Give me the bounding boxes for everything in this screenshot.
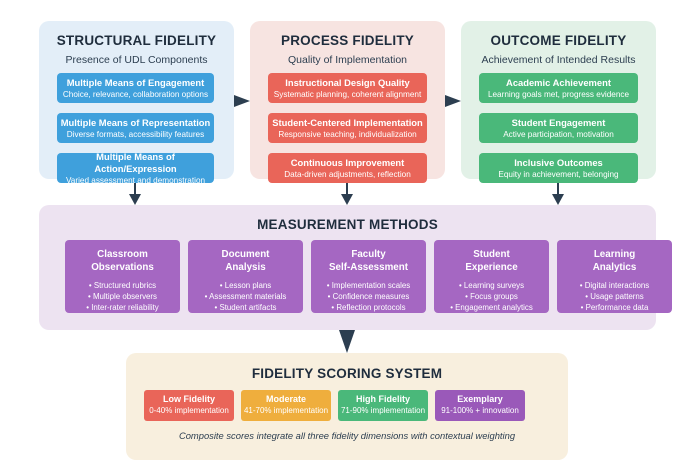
score-exemplary: Exemplary 91-100% + innovation xyxy=(435,390,525,421)
continuous-improvement-desc: Data-driven adjustments, reflection xyxy=(284,169,411,179)
method-title-line1: Classroom xyxy=(97,249,148,260)
method-bullet: • Assessment materials xyxy=(204,292,287,301)
method-bullet: • Student artifacts xyxy=(214,303,277,312)
student-engagement-desc: Active participation, motivation xyxy=(503,129,614,139)
method-bullet: • Inter-rater reliability xyxy=(86,303,159,312)
academic-achievement-box: Academic Achievement Learning goals met,… xyxy=(479,73,638,103)
score-title: Low Fidelity xyxy=(162,394,215,404)
arrow-outcome-down-head xyxy=(552,194,564,205)
instructional-design-desc: Systematic planning, coherent alignment xyxy=(273,89,422,99)
method-bullet: • Engagement analytics xyxy=(450,303,533,312)
method-bullets: • Digital interactions • Usage patterns … xyxy=(557,280,672,313)
score-title: Exemplary xyxy=(457,394,503,404)
structural-fidelity-subtitle: Presence of UDL Components xyxy=(65,54,208,66)
action-expression-title: Multiple Means of Action/Expression xyxy=(94,150,177,174)
academic-achievement-title: Academic Achievement xyxy=(506,76,611,88)
score-moderate: Moderate 41-70% implementation xyxy=(241,390,331,421)
method-title-line2: Self-Assessment xyxy=(329,261,408,273)
structural-fidelity-title: STRUCTURAL FIDELITY xyxy=(56,33,217,48)
method-title-line1: Learning xyxy=(593,249,636,260)
arrow-process-down-head xyxy=(341,194,353,205)
method-bullet: • Reflection protocols xyxy=(331,303,406,312)
arrow-process-to-outcome xyxy=(445,95,461,107)
action-expression-box: Multiple Means of Action/Expression Vari… xyxy=(57,150,214,185)
arrow-structural-to-process xyxy=(234,95,250,107)
method-title-line1: Document xyxy=(221,249,270,260)
method-bullets: • Lesson plans • Assessment materials • … xyxy=(188,280,303,313)
score-high-fidelity: High Fidelity 71-90% implementation xyxy=(338,390,428,421)
process-fidelity-title: PROCESS FIDELITY xyxy=(281,33,414,48)
instructional-design-box: Instructional Design Quality Systematic … xyxy=(268,73,427,103)
method-bullet: • Digital interactions xyxy=(579,281,650,290)
arrow-measurement-to-scoring xyxy=(339,330,355,353)
fidelity-scoring-title: FIDELITY SCORING SYSTEM xyxy=(251,366,443,381)
student-centered-box: Student-Centered Implementation Responsi… xyxy=(268,113,427,143)
student-engagement-box: Student Engagement Active participation,… xyxy=(479,113,638,143)
method-title-line2: Analytics xyxy=(592,261,637,273)
score-title: Moderate xyxy=(265,394,306,404)
engagement-title: Multiple Means of Engagement xyxy=(66,76,205,88)
inclusive-outcomes-desc: Equity in achievement, belonging xyxy=(498,169,619,179)
representation-desc: Diverse formats, accessibility features xyxy=(66,129,205,139)
inclusive-outcomes-title: Inclusive Outcomes xyxy=(514,156,603,168)
student-centered-title: Student-Centered Implementation xyxy=(272,116,423,128)
method-bullet: • Focus groups xyxy=(465,292,518,301)
method-title-line2: Observations xyxy=(91,261,154,273)
method-bullets: • Structured rubrics • Multiple observer… xyxy=(65,280,180,313)
representation-title: Multiple Means of Representation xyxy=(60,116,211,128)
outcome-fidelity-subtitle: Achievement of Intended Results xyxy=(481,54,636,66)
academic-achievement-desc: Learning goals met, progress evidence xyxy=(487,89,630,99)
continuous-improvement-box: Continuous Improvement Data-driven adjus… xyxy=(268,153,427,183)
method-bullet: • Learning surveys xyxy=(458,281,525,290)
score-desc: 71-90% implementation xyxy=(340,406,426,415)
student-engagement-title: Student Engagement xyxy=(511,116,606,128)
inclusive-outcomes-box: Inclusive Outcomes Equity in achievement… xyxy=(479,153,638,183)
score-desc: 91-100% + innovation xyxy=(441,406,519,415)
outcome-fidelity-title: OUTCOME FIDELITY xyxy=(490,33,627,48)
method-bullet: • Confidence measures xyxy=(327,292,410,301)
arrow-structural-down-head xyxy=(129,194,141,205)
method-title-line2: Experience xyxy=(465,261,518,273)
method-title-line2: Analysis xyxy=(225,261,266,273)
method-bullets: • Learning surveys • Focus groups • Enga… xyxy=(434,280,549,313)
continuous-improvement-title: Continuous Improvement xyxy=(290,156,405,168)
engagement-box: Multiple Means of Engagement Choice, rel… xyxy=(57,73,214,103)
method-bullet: • Multiple observers xyxy=(88,292,157,301)
method-bullets: • Implementation scales • Confidence mea… xyxy=(311,280,426,313)
method-bullet: • Performance data xyxy=(580,303,649,312)
score-low-fidelity: Low Fidelity 0-40% implementation xyxy=(144,390,234,421)
score-desc: 41-70% implementation xyxy=(243,406,329,415)
method-bullet: • Lesson plans xyxy=(219,281,272,290)
engagement-desc: Choice, relevance, collaboration options xyxy=(62,89,209,99)
method-bullet: • Structured rubrics xyxy=(88,281,157,290)
scoring-note: Composite scores integrate all three fid… xyxy=(178,430,516,441)
action-expression-desc: Varied assessment and demonstration xyxy=(65,175,206,185)
measurement-methods-title: MEASUREMENT METHODS xyxy=(257,217,438,232)
method-bullet: • Implementation scales xyxy=(326,281,411,290)
score-desc: 0-40% implementation xyxy=(149,406,229,415)
method-title-line1: Faculty xyxy=(351,249,386,260)
student-centered-desc: Responsive teaching, individualization xyxy=(278,129,417,139)
representation-box: Multiple Means of Representation Diverse… xyxy=(57,113,214,143)
process-fidelity-subtitle: Quality of Implementation xyxy=(287,54,408,66)
method-bullet: • Usage patterns xyxy=(585,292,644,301)
method-title-line1: Student xyxy=(473,249,510,260)
score-title: High Fidelity xyxy=(356,394,410,404)
instructional-design-title: Instructional Design Quality xyxy=(285,76,410,88)
